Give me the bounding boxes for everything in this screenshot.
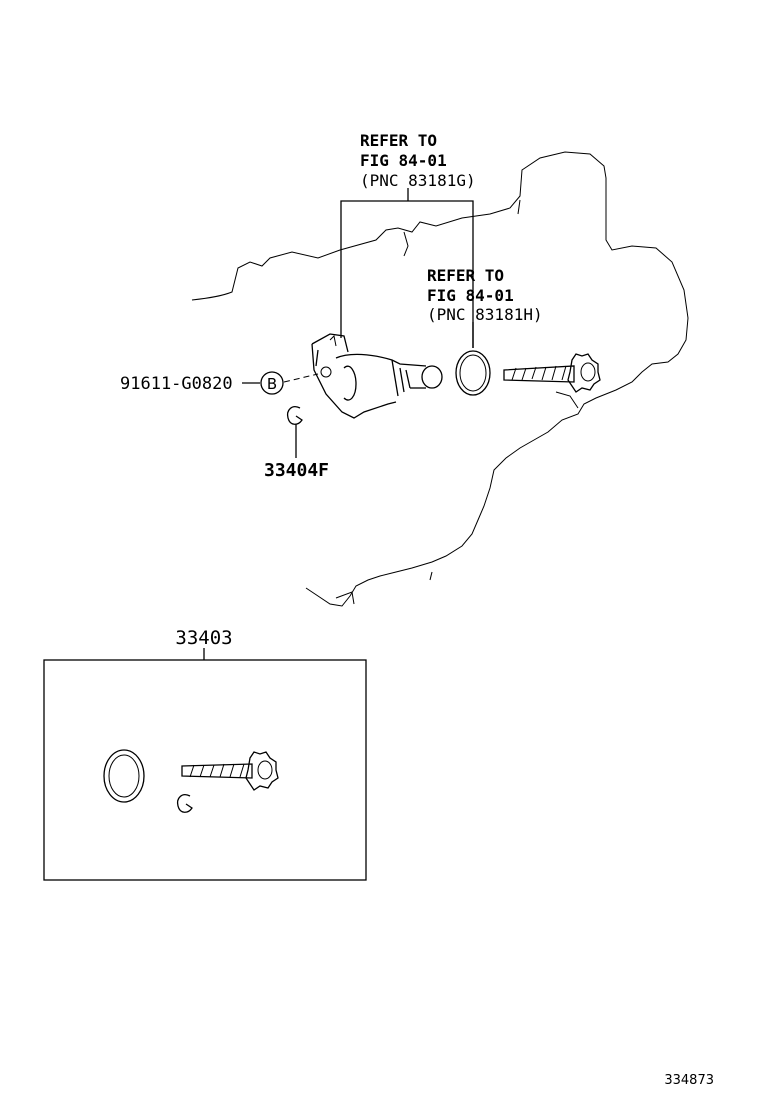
refer-g-line3: (PNC 83181G) xyxy=(360,171,476,190)
driven-gear xyxy=(503,353,601,393)
clip-part-number: 33404F xyxy=(264,460,329,481)
speedometer-sleeve xyxy=(311,333,443,419)
bolt-marker-letter: B xyxy=(267,375,277,393)
refer-g-line1: REFER TO xyxy=(360,131,437,150)
bolt-marker-circle xyxy=(260,371,284,395)
kit-box xyxy=(43,659,367,881)
kit-clip-icon xyxy=(176,794,193,813)
refer-h-line3: (PNC 83181H) xyxy=(427,305,543,324)
transmission-housing-outline xyxy=(191,151,689,607)
bolt-part-number: 91611-G0820 xyxy=(120,374,233,394)
o-ring xyxy=(455,350,491,396)
refer-h-line2: FIG 84-01 xyxy=(427,286,514,305)
refer-g-line2: FIG 84-01 xyxy=(360,151,447,170)
kit-o-ring-inner xyxy=(108,754,140,798)
bolt-leader xyxy=(283,373,319,383)
figure-id: 334873 xyxy=(664,1073,714,1088)
kit-part-number: 33403 xyxy=(175,627,232,649)
kit-o-ring xyxy=(103,749,145,803)
clip-icon xyxy=(286,406,303,425)
o-ring-inner xyxy=(459,354,487,392)
kit-driven-gear xyxy=(181,751,279,791)
refer-g-leader xyxy=(340,188,474,348)
refer-h-line1: REFER TO xyxy=(427,266,504,285)
